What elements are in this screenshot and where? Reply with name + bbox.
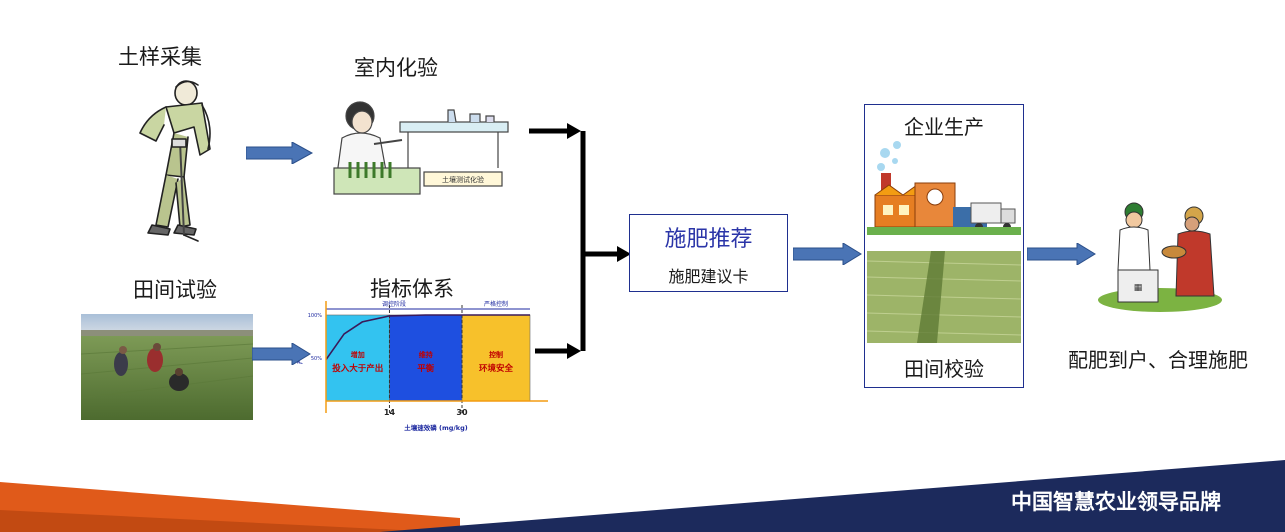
fertilizer-recommendation-card: 施肥推荐 施肥建议卡 [629,214,788,292]
soil-sampling-label: 土样采集 [118,45,202,69]
chart-y-tick-0: 100% [308,313,323,319]
chart-yield-curve [325,314,530,361]
footer-brand-text: 中国智慧农业领导品牌 [1011,490,1221,514]
chart-zone-0 [325,314,390,402]
recommend-card-label: 施肥建议卡 [668,267,749,286]
farmer-sampling-illustration [139,80,211,242]
svg-text:▦: ▦ [1134,283,1143,293]
chart-zone-text-2: 环境安全 [479,363,514,374]
footer-band [0,460,1285,532]
merge-bracket-arrow [529,123,631,359]
distribution-label: 配肥到户、合理施肥 [1068,348,1248,372]
field-trial-label: 田间试验 [133,278,217,302]
chart-x-tick-0: 14 [384,408,396,417]
chart-zone-tag-2: 控制 [489,350,503,359]
enterprise-label: 企业生产 [904,115,984,139]
factory-illustration [867,141,1021,235]
fertilizer-distribution-illustration: ▦ [1098,202,1222,312]
arrow-field-to-index [252,343,311,365]
chart-zone-tag-0: 增加 [351,350,365,359]
chart-x-tick-1: 30 [456,408,468,417]
index-system-chart: 增加投入大于产出维持平衡控制环境安全调控阶段严格控制100%50%产量1430土… [296,300,548,432]
wheat-field-photo [867,251,1021,343]
arrow-sampling-to-lab [246,142,314,164]
chart-zone-tag-1: 维持 [419,350,433,359]
index-system-label: 指标体系 [370,277,454,301]
recommend-title: 施肥推荐 [664,227,753,252]
lab-test-illustration: 土壤测试化验 [333,101,509,195]
field-verify-label: 田间校验 [904,357,984,381]
enterprise-verify-box: 企业生产 田间校验 [864,104,1024,388]
lab-sign-text: 土壤测试化验 [442,175,484,184]
chart-x-label: 土壤速效磷 (mg/kg) [404,423,468,432]
field-trial-photo [81,314,253,420]
chart-zone-text-0: 投入大于产出 [332,363,383,374]
arrow-recommend-to-field [793,243,862,265]
arrow-field-to-distribution [1027,243,1096,265]
chart-y-tick-1: 50% [311,356,322,362]
lab-test-label: 室内化验 [354,56,438,80]
chart-top-label-0: 调控阶段 [382,300,406,308]
chart-zone-text-1: 平衡 [417,363,435,374]
chart-zone-2 [461,314,531,402]
chart-top-label-1: 严格控制 [484,300,508,308]
